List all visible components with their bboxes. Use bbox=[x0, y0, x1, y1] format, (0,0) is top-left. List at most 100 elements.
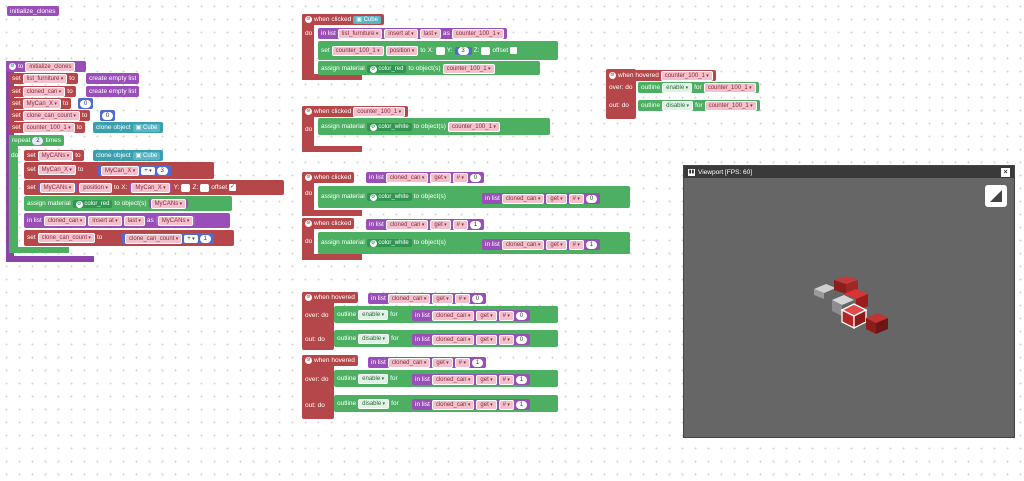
set-clone-count-block[interactable]: set clone_can_count to bbox=[24, 232, 106, 243]
variable-dropdown[interactable]: counter_100_1 bbox=[704, 100, 757, 111]
variable-dropdown[interactable]: counter_100_1 bbox=[442, 63, 495, 74]
list-dropdown[interactable]: cloned_can bbox=[431, 310, 475, 321]
z-input[interactable] bbox=[200, 183, 210, 192]
list-index-mode-dropdown[interactable]: # bbox=[452, 219, 468, 230]
in-list-get-block[interactable]: in list cloned_can get # 0 bbox=[366, 172, 484, 183]
variable-dropdown[interactable]: cloned_can bbox=[22, 86, 66, 97]
z-input[interactable] bbox=[481, 46, 491, 55]
variable-dropdown[interactable]: MyCan_X bbox=[101, 165, 140, 176]
set-list-furniture-block[interactable]: set list_furniture to bbox=[9, 73, 78, 84]
material-dropdown[interactable]: ⚙ color_white bbox=[366, 122, 412, 131]
set-mycan-x-increment-block[interactable]: set MyCan_X to bbox=[24, 164, 87, 175]
assign-material-block[interactable]: assign material ⚙ color_white to object(… bbox=[318, 191, 449, 202]
in-list-get-block[interactable]: in list cloned_can get # 0 bbox=[368, 293, 486, 304]
list-index-mode-dropdown[interactable]: # bbox=[498, 334, 514, 345]
cube-object-dropdown[interactable]: ▣ Cube bbox=[132, 123, 161, 132]
list-op-dropdown[interactable]: get bbox=[432, 357, 453, 368]
list-op-dropdown[interactable]: get bbox=[476, 374, 497, 385]
assign-material-block[interactable]: assign material ⚙ color_red to object(s)… bbox=[24, 198, 192, 209]
in-list-get-block[interactable]: in list cloned_can get # 1 bbox=[368, 357, 486, 368]
list-op-dropdown[interactable]: get bbox=[432, 293, 453, 304]
list-dropdown[interactable]: cloned_can bbox=[43, 215, 87, 226]
list-dropdown[interactable]: list_furniture bbox=[337, 28, 383, 39]
list-dropdown[interactable]: cloned_can bbox=[385, 219, 429, 230]
outline-mode-dropdown[interactable]: disable bbox=[358, 333, 390, 344]
assign-material-block[interactable]: assign material ⚙ color_red to object(s)… bbox=[318, 63, 498, 74]
outline-disable-block[interactable]: outline disable for bbox=[334, 398, 402, 409]
function-definition-header[interactable]: ⚙ to initialize_clones bbox=[6, 61, 86, 72]
when-hovered-can0-header[interactable]: ⚙ when hovered bbox=[302, 292, 358, 303]
clone-object-block[interactable]: clone object ▣ Cube bbox=[93, 122, 164, 133]
list-op-dropdown[interactable]: get bbox=[430, 172, 451, 183]
clone-object-block[interactable]: clone object ▣ Cube bbox=[93, 150, 164, 161]
variable-dropdown[interactable]: clone_can_count bbox=[37, 232, 95, 243]
variable-dropdown[interactable]: MyCANs bbox=[39, 182, 76, 193]
viewport-3d-scene[interactable] bbox=[804, 266, 914, 356]
outline-mode-dropdown[interactable]: disable bbox=[358, 398, 390, 409]
variable-dropdown[interactable]: MyCANs bbox=[150, 198, 187, 209]
create-empty-list-block[interactable]: create empty list bbox=[86, 86, 140, 97]
when-clicked-can1-header[interactable]: ⚙ when clicked bbox=[302, 218, 355, 229]
set-counter-block[interactable]: set counter_100_1 to bbox=[9, 122, 86, 133]
list-dropdown[interactable]: cloned_can bbox=[387, 357, 431, 368]
assign-material-block[interactable]: assign material ⚙ color_white to object(… bbox=[318, 237, 449, 248]
repeat-block-header[interactable]: repeat 2 times bbox=[9, 135, 64, 146]
list-op-dropdown[interactable]: get bbox=[430, 219, 451, 230]
list-position-dropdown[interactable]: last bbox=[419, 28, 441, 39]
list-dropdown[interactable]: cloned_can bbox=[501, 193, 545, 204]
in-list-get-block[interactable]: in list cloned_can get # 0 bbox=[412, 310, 530, 321]
in-list-get-block[interactable]: in list cloned_can get # 0 bbox=[482, 193, 600, 204]
outline-mode-dropdown[interactable]: disable bbox=[662, 100, 694, 111]
gear-icon[interactable]: ⚙ bbox=[305, 294, 312, 301]
viewport-header[interactable]: ▮▮ Viewport [FPS: 60] × bbox=[684, 166, 1014, 178]
gear-icon[interactable]: ⚙ bbox=[305, 16, 312, 23]
object-dropdown[interactable]: counter_100_1 bbox=[353, 106, 406, 117]
list-index-mode-dropdown[interactable]: # bbox=[568, 193, 584, 204]
in-list-get-block[interactable]: in list cloned_can get # 1 bbox=[482, 239, 600, 250]
outline-enable-block[interactable]: outline enable for counter_100_1 bbox=[638, 82, 759, 93]
offset-checkbox[interactable]: ✓ bbox=[229, 184, 237, 191]
set-mycan-x-block[interactable]: set MyCan_X to bbox=[9, 98, 72, 109]
variable-dropdown[interactable]: clone_can_count bbox=[125, 233, 183, 244]
outline-disable-block[interactable]: outline disable for counter_100_1 bbox=[638, 100, 760, 111]
material-dropdown[interactable]: ⚙ color_red bbox=[72, 199, 113, 208]
list-dropdown[interactable]: cloned_can bbox=[431, 374, 475, 385]
set-position-block[interactable]: set counter_100_1 position to X: Y: 3 Z:… bbox=[318, 45, 521, 56]
operator-dropdown[interactable]: + bbox=[184, 234, 198, 243]
variable-dropdown[interactable]: MyCan_X bbox=[22, 98, 61, 109]
set-cloned-can-block[interactable]: set cloned_can to bbox=[9, 86, 76, 97]
material-dropdown[interactable]: ⚙ color_white bbox=[366, 238, 412, 247]
list-op-dropdown[interactable]: get bbox=[546, 193, 567, 204]
list-op-dropdown[interactable]: get bbox=[476, 310, 497, 321]
in-list-get-block[interactable]: in list cloned_can get # 1 bbox=[412, 399, 530, 410]
repeat-count-field[interactable]: 2 bbox=[32, 136, 44, 145]
outline-mode-dropdown[interactable]: enable bbox=[662, 82, 693, 93]
math-add-block[interactable]: clone_can_count + 1 bbox=[122, 233, 214, 244]
list-op-dropdown[interactable]: get bbox=[546, 239, 567, 250]
variable-dropdown[interactable]: counter_100_1 bbox=[703, 82, 756, 93]
when-clicked-counter-header[interactable]: ⚙ when clicked counter_100_1 bbox=[302, 106, 409, 117]
offset-checkbox[interactable] bbox=[510, 47, 518, 54]
list-op-dropdown[interactable]: insert at bbox=[384, 28, 418, 39]
number-block[interactable]: 0 bbox=[100, 110, 115, 121]
gear-icon[interactable]: ⚙ bbox=[609, 72, 616, 79]
operator-dropdown[interactable]: + bbox=[141, 166, 155, 175]
variable-dropdown[interactable]: counter_100_1 bbox=[451, 28, 504, 39]
outline-enable-block[interactable]: outline enable for bbox=[334, 309, 401, 320]
property-dropdown[interactable]: position bbox=[385, 45, 419, 56]
when-hovered-counter-header[interactable]: ⚙ when hovered counter_100_1 bbox=[606, 70, 716, 81]
list-dropdown[interactable]: cloned_can bbox=[431, 334, 475, 345]
cube-object-dropdown[interactable]: ▣ Cube bbox=[353, 15, 381, 24]
variable-dropdown[interactable]: counter_100_1 bbox=[331, 45, 384, 56]
list-index-mode-dropdown[interactable]: # bbox=[498, 374, 514, 385]
material-dropdown[interactable]: ⚙ color_red bbox=[366, 64, 407, 73]
outline-disable-block[interactable]: outline disable for bbox=[334, 333, 402, 344]
grip-icon[interactable]: ▮▮ bbox=[688, 168, 695, 176]
when-clicked-can0-header[interactable]: ⚙ when clicked bbox=[302, 172, 355, 183]
list-dropdown[interactable]: cloned_can bbox=[501, 239, 545, 250]
set-position-block[interactable]: set MyCANs position to X: MyCan_X Y: Z: … bbox=[24, 182, 240, 193]
list-index-mode-dropdown[interactable]: # bbox=[452, 172, 468, 183]
function-name-field[interactable]: initialize_clones bbox=[25, 61, 76, 72]
list-op-dropdown[interactable]: insert at bbox=[88, 215, 122, 226]
cube-object-dropdown[interactable]: ▣ Cube bbox=[132, 151, 161, 160]
